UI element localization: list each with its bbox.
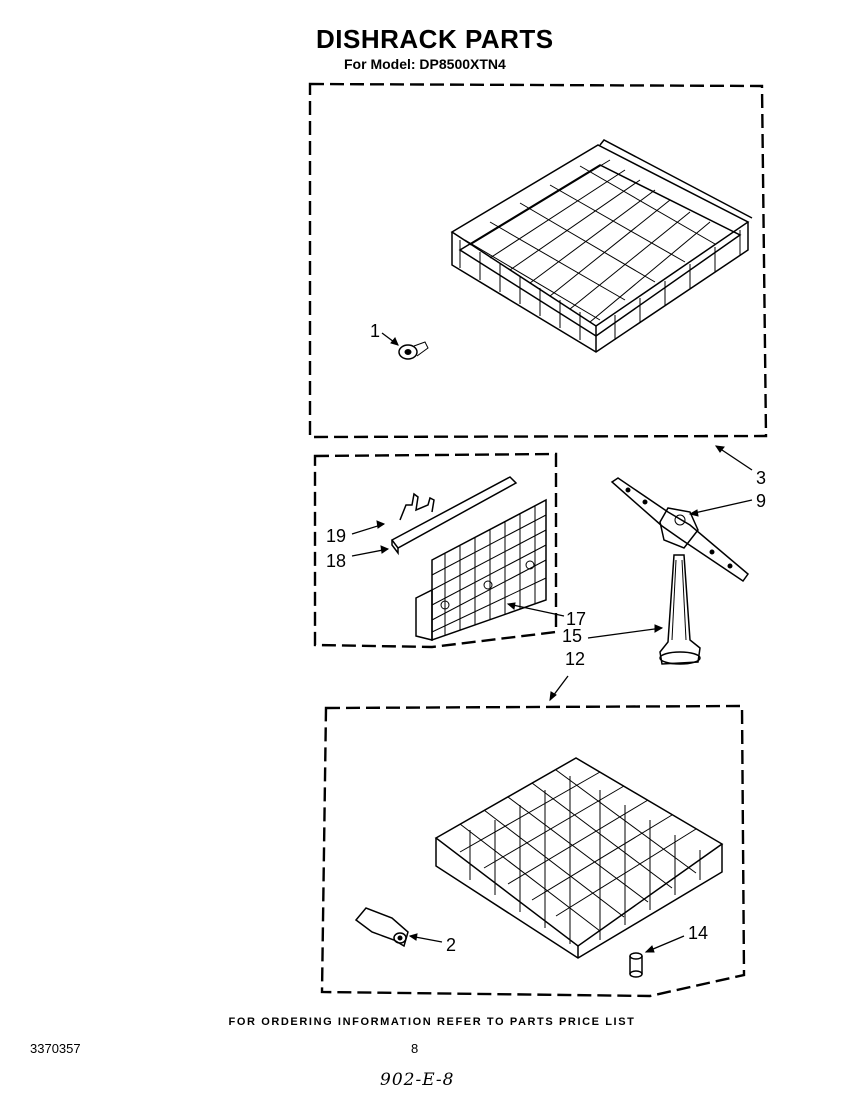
callout-2: 2 xyxy=(446,935,456,955)
callout-12: 12 xyxy=(565,649,585,669)
page-number: 8 xyxy=(411,1041,419,1056)
callout-18: 18 xyxy=(326,551,346,571)
lower-rack-box xyxy=(320,704,746,998)
callout-19: 19 xyxy=(326,526,346,546)
callout-15: 15 xyxy=(562,626,582,646)
page-title: DISHRACK PARTS xyxy=(316,24,554,54)
callout-1: 1 xyxy=(370,321,380,341)
rack-roller-bracket xyxy=(354,907,409,948)
lower-rack xyxy=(434,757,724,959)
rack-wheel xyxy=(398,341,429,360)
rack-post xyxy=(629,952,643,978)
callout-17: 17 xyxy=(566,609,586,629)
document-number: 3370357 xyxy=(30,1041,81,1056)
basket-box xyxy=(313,452,558,649)
upper-rack-box xyxy=(308,82,768,439)
ordering-note: FOR ORDERING INFORMATION REFER TO PARTS … xyxy=(228,1016,636,1028)
callout-3: 3 xyxy=(756,468,766,488)
model-number: For Model: DP8500XTN4 xyxy=(344,56,506,72)
silverware-basket xyxy=(415,498,547,642)
basket-bar xyxy=(390,476,518,556)
spray-arm xyxy=(610,477,750,583)
supply-tube xyxy=(659,554,701,665)
handwritten-note: 902-E-8 xyxy=(380,1070,455,1090)
upper-rack xyxy=(450,139,753,353)
basket-clip xyxy=(399,492,435,521)
callout-9: 9 xyxy=(756,491,766,511)
callout-14: 14 xyxy=(688,923,708,943)
